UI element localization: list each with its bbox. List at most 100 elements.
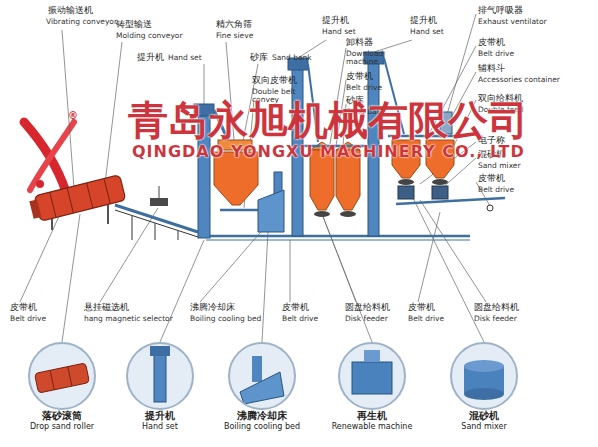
photo-renewable-machine	[364, 350, 380, 362]
sand-mixer-unit	[398, 186, 414, 199]
leader-line	[262, 232, 268, 342]
part-name: 皮带机	[408, 303, 435, 313]
drop-sand-roller	[34, 175, 126, 222]
part-name-english: Sand mixer	[478, 162, 521, 170]
photo-drum	[68, 367, 72, 387]
photo-drum	[50, 370, 54, 390]
disk-feeder	[340, 211, 356, 217]
registered-mark: ®	[68, 110, 78, 121]
part-name-english: Disk feeder	[345, 315, 388, 323]
unloader-belt	[220, 209, 262, 212]
floor-belt-conveyor	[206, 240, 470, 241]
part-name: 圆盘给料机	[474, 303, 519, 313]
logo-mark	[24, 122, 74, 192]
part-name: 排气呼吸器	[478, 6, 523, 16]
leader-line	[62, 214, 80, 342]
outlet-belt-conveyor	[396, 198, 505, 204]
photo-elevator	[150, 346, 170, 402]
machine-caption-english: Sand mixer	[418, 423, 550, 432]
drop-sand-roller	[50, 192, 56, 217]
floor-belt-conveyor	[206, 235, 470, 238]
part-name-english: Vibrating conveyor	[46, 18, 117, 26]
part-name-english: Fine sieve	[216, 32, 253, 40]
sand-mixer-unit	[398, 186, 448, 199]
leader-line	[420, 200, 486, 302]
inclined-belt-conveyor	[177, 230, 178, 240]
photo-cooling-bed	[240, 372, 284, 404]
part-name-english: Hand set	[322, 28, 356, 36]
inclined-belt-conveyor	[115, 210, 198, 237]
magnetic-selector	[150, 186, 168, 206]
photo-elevator	[150, 346, 170, 356]
leader-line	[104, 42, 122, 192]
photo-elevator	[154, 348, 166, 402]
machine-caption-english: Boiling cooling bed	[196, 423, 328, 432]
part-name-english: Sand bank	[272, 54, 312, 62]
machine-caption: 混砂机	[418, 410, 550, 421]
drop-sand-roller	[67, 188, 73, 213]
part-name-english: Belt drive	[478, 186, 514, 194]
drop-sand-roller	[87, 183, 93, 208]
part-name: 提升机	[137, 53, 164, 63]
inclined-belt-conveyor	[154, 223, 155, 240]
machine-caption: 提升机	[94, 410, 226, 421]
photo-renewable-machine	[352, 362, 392, 394]
part-name-english: Boiling cooling bed	[190, 315, 261, 323]
drop-sand-roller	[104, 179, 110, 204]
photo-drum	[34, 363, 89, 393]
part-name: 圆盘给料机	[345, 303, 390, 313]
machine-photo-circle: 再生机Renewable machine	[338, 342, 406, 410]
magnetic-selector	[159, 186, 160, 198]
part-name: 辅料斗	[478, 64, 505, 74]
machine-caption-english: Hand set	[94, 423, 226, 432]
part-name: 砂库	[250, 53, 268, 63]
part-name: 皮带机	[478, 38, 505, 48]
photo-background	[29, 343, 517, 409]
part-name-english: Belt drive	[282, 315, 318, 323]
cooling-bed	[258, 172, 284, 232]
leader-line	[62, 30, 74, 188]
photo-background	[127, 343, 193, 409]
machine-caption-english: Renewable machine	[306, 423, 438, 432]
part-name: 铸型输送	[116, 20, 152, 30]
part-name: 振动输送机	[48, 6, 93, 16]
part-name-english: Molding conveyor	[116, 32, 183, 40]
part-name-english: Accessories container	[478, 76, 560, 84]
disk-feeder	[432, 179, 448, 185]
inclined-belt-conveyor	[115, 205, 198, 232]
photo-cooling-bed	[240, 356, 284, 404]
machine-photo-circle: 落砂滚筒Drop sand roller	[28, 342, 96, 410]
part-name: 精六角筛	[216, 20, 252, 30]
part-name-english: Exhaust ventilator	[478, 18, 547, 26]
disk-feeder	[314, 179, 448, 217]
disk-feeder	[314, 211, 330, 217]
leader-line	[160, 240, 204, 342]
inclined-belt-conveyor	[115, 205, 198, 240]
company-watermark: 青岛永旭机械有限公司	[128, 98, 528, 142]
part-name: 卸料器	[346, 38, 373, 48]
photo-background	[451, 343, 517, 409]
company-watermark: QINGDAO YONGXU MACHINERY CO., LTD	[132, 143, 525, 161]
photo-cooling-bed	[252, 356, 262, 382]
part-name-english: Disk feeder	[474, 315, 517, 323]
photo-sand-mixer	[464, 388, 504, 400]
disk-feeder	[398, 179, 414, 185]
drop-sand-roller	[28, 175, 125, 230]
photo-sand-mixer	[464, 360, 504, 400]
machine-photo-circle: 提升机Hand set	[126, 342, 194, 410]
part-name-english: Download machine	[346, 50, 392, 67]
machine-photo-circle: 混砂机Sand mixer	[450, 342, 518, 410]
machine-caption-english: Drop sand roller	[0, 423, 128, 432]
floor-belt-conveyor	[206, 236, 470, 240]
cooling-bed	[258, 190, 284, 232]
part-name-english: Belt drive	[478, 50, 514, 58]
machine-caption: 落砂滚筒	[0, 410, 128, 421]
drop-sand-roller	[28, 175, 125, 223]
part-name: 提升机	[322, 16, 349, 26]
logo-mark	[36, 180, 44, 188]
part-name: 皮带机	[282, 303, 309, 313]
part-name: 皮带机	[478, 174, 505, 184]
part-name-english: Belt drive	[346, 84, 382, 92]
